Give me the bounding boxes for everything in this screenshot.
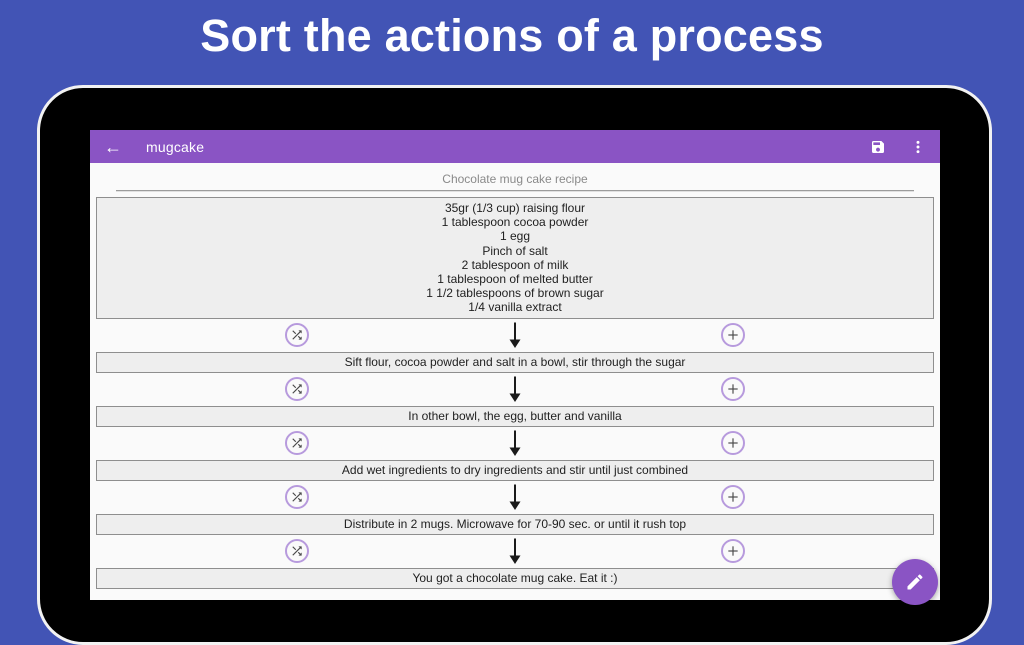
add-step-button[interactable] [720, 377, 745, 402]
step-box[interactable]: You got a chocolate mug cake. Eat it :) [96, 567, 934, 589]
plus-icon [726, 490, 740, 504]
connector-row [96, 427, 934, 460]
add-step-button[interactable] [720, 539, 745, 564]
arrow-left-icon: ← [104, 136, 122, 157]
process-title-field[interactable]: Chocolate mug cake recipe [442, 172, 588, 186]
add-step-button[interactable] [720, 485, 745, 510]
arrow-down-icon [507, 430, 523, 457]
shuffle-button[interactable] [285, 539, 310, 564]
vertical-dots-icon [910, 139, 926, 155]
overflow-menu-button[interactable] [910, 139, 926, 155]
step-box[interactable]: Distribute in 2 mugs. Microwave for 70-9… [96, 513, 934, 535]
app-bar: ← mugcake [90, 130, 940, 163]
app-screen: ← mugcake Chocolate mug cake recipe [90, 130, 940, 605]
step-box[interactable]: Add wet ingredients to dry ingredients a… [96, 459, 934, 481]
arrow-down-icon [507, 484, 523, 511]
add-step-button[interactable] [720, 431, 745, 456]
step-box[interactable]: In other bowl, the egg, butter and vanil… [96, 405, 934, 427]
title-underline [116, 190, 914, 192]
arrow-down-icon [507, 322, 523, 349]
floppy-disk-icon [870, 139, 886, 155]
shuffle-button[interactable] [285, 431, 310, 456]
connector-row [96, 319, 934, 352]
save-button[interactable] [870, 139, 886, 155]
arrow-down-icon [507, 538, 523, 565]
shuffle-icon [290, 328, 304, 342]
edit-fab[interactable] [892, 559, 938, 605]
add-step-button[interactable] [720, 323, 745, 348]
shuffle-icon [290, 544, 304, 558]
plus-icon [726, 328, 740, 342]
shuffle-icon [290, 382, 304, 396]
shuffle-button[interactable] [285, 323, 310, 348]
connector-row [96, 535, 934, 568]
page-title: Sort the actions of a process [200, 10, 824, 61]
app-bar-title: mugcake [146, 138, 205, 155]
shuffle-icon [290, 436, 304, 450]
plus-icon [726, 382, 740, 396]
shuffle-button[interactable] [285, 485, 310, 510]
plus-icon [726, 436, 740, 450]
back-button[interactable]: ← [104, 138, 122, 156]
arrow-down-icon [507, 376, 523, 403]
plus-icon [726, 544, 740, 558]
shuffle-icon [290, 490, 304, 504]
connector-row [96, 373, 934, 406]
step-box[interactable]: Sift flour, cocoa powder and salt in a b… [96, 351, 934, 373]
app-bar-actions [870, 139, 926, 155]
connector-row [96, 481, 934, 514]
steps-list: Sift flour, cocoa powder and salt in a b… [96, 319, 934, 589]
process-editor: Chocolate mug cake recipe 35gr (1/3 cup)… [90, 172, 940, 589]
ingredients-box[interactable]: 35gr (1/3 cup) raising flour 1 tablespoo… [96, 197, 934, 319]
shuffle-button[interactable] [285, 377, 310, 402]
pencil-icon [905, 572, 925, 592]
